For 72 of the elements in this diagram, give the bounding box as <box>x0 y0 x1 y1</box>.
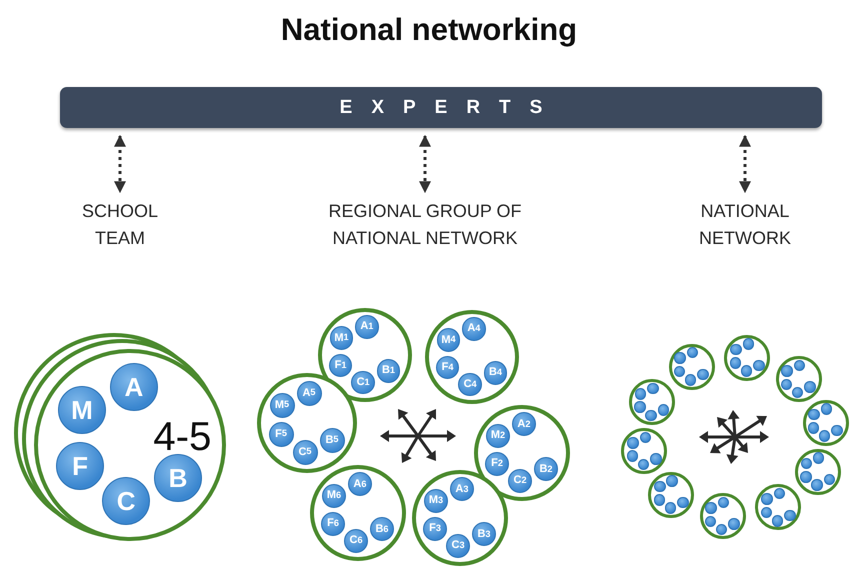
member-dot <box>718 496 730 508</box>
double-arrow <box>114 134 126 194</box>
member-dot <box>686 346 698 358</box>
member-dot <box>654 494 666 506</box>
team-circle <box>755 484 802 530</box>
member-dot <box>634 401 646 413</box>
double-arrow <box>419 134 431 194</box>
member-dot <box>760 506 772 518</box>
member-dot <box>640 432 652 444</box>
member-dot <box>666 475 678 487</box>
group-label: REGIONAL GROUP OF NATIONAL NETWORK <box>280 198 570 252</box>
member-dot <box>818 430 830 442</box>
team-circle <box>802 400 849 446</box>
double-arrow <box>739 134 751 194</box>
member-dot <box>645 410 657 422</box>
member-dot <box>705 502 717 514</box>
member-dot <box>831 424 843 436</box>
member-circle: M <box>58 386 106 434</box>
member-dot <box>704 516 716 528</box>
member-dot <box>772 515 784 527</box>
member-dot <box>647 382 659 394</box>
member-dot <box>654 480 666 492</box>
member-dot <box>811 479 823 491</box>
member-dot <box>742 338 754 350</box>
member-dot <box>792 386 804 398</box>
member-dot <box>784 510 796 522</box>
member-dot <box>781 365 793 377</box>
member-dot <box>627 437 639 449</box>
member-dot <box>716 524 728 536</box>
banner-bar: EXPERTS <box>60 87 822 128</box>
member-dot <box>824 474 836 486</box>
member-dot <box>804 381 816 393</box>
member-dot <box>800 458 812 470</box>
member-dot <box>638 458 650 470</box>
team-circle <box>776 356 822 402</box>
member-dot <box>684 374 696 386</box>
member-dot <box>674 366 686 378</box>
member-dot <box>664 502 676 514</box>
member-dot <box>728 518 740 530</box>
member-dot <box>808 422 820 434</box>
member-dot <box>740 365 752 377</box>
member-dot <box>794 360 806 372</box>
member-dot <box>730 344 742 356</box>
member-dot <box>761 493 773 505</box>
team-circle <box>629 379 676 426</box>
member-dot <box>626 450 638 462</box>
team-circle <box>621 428 668 474</box>
member-dot <box>753 360 765 372</box>
member-dot <box>820 403 832 415</box>
team-circle <box>648 472 694 518</box>
group-label: SCHOOL TEAM <box>65 198 175 252</box>
member-dot <box>780 378 792 390</box>
member-dot <box>658 404 670 416</box>
member-circle: C <box>102 476 150 525</box>
member-dot <box>730 357 742 369</box>
member-dot <box>812 452 824 464</box>
team-circle <box>668 344 714 390</box>
title: National networking <box>280 12 578 47</box>
member-circle: B <box>154 454 202 502</box>
member-dot <box>808 408 820 420</box>
member-dot <box>800 471 812 483</box>
member-dot <box>674 352 686 364</box>
member-circle: F <box>56 442 104 490</box>
team-circle <box>794 448 841 495</box>
member-dot <box>677 496 689 508</box>
team-circle <box>257 373 357 473</box>
member-dot <box>634 388 646 400</box>
member-circle: A <box>110 363 158 412</box>
member-dot <box>650 453 662 465</box>
group-label: NATIONAL NETWORK <box>685 198 805 252</box>
member-dot <box>697 368 709 380</box>
member-dot <box>774 488 786 500</box>
